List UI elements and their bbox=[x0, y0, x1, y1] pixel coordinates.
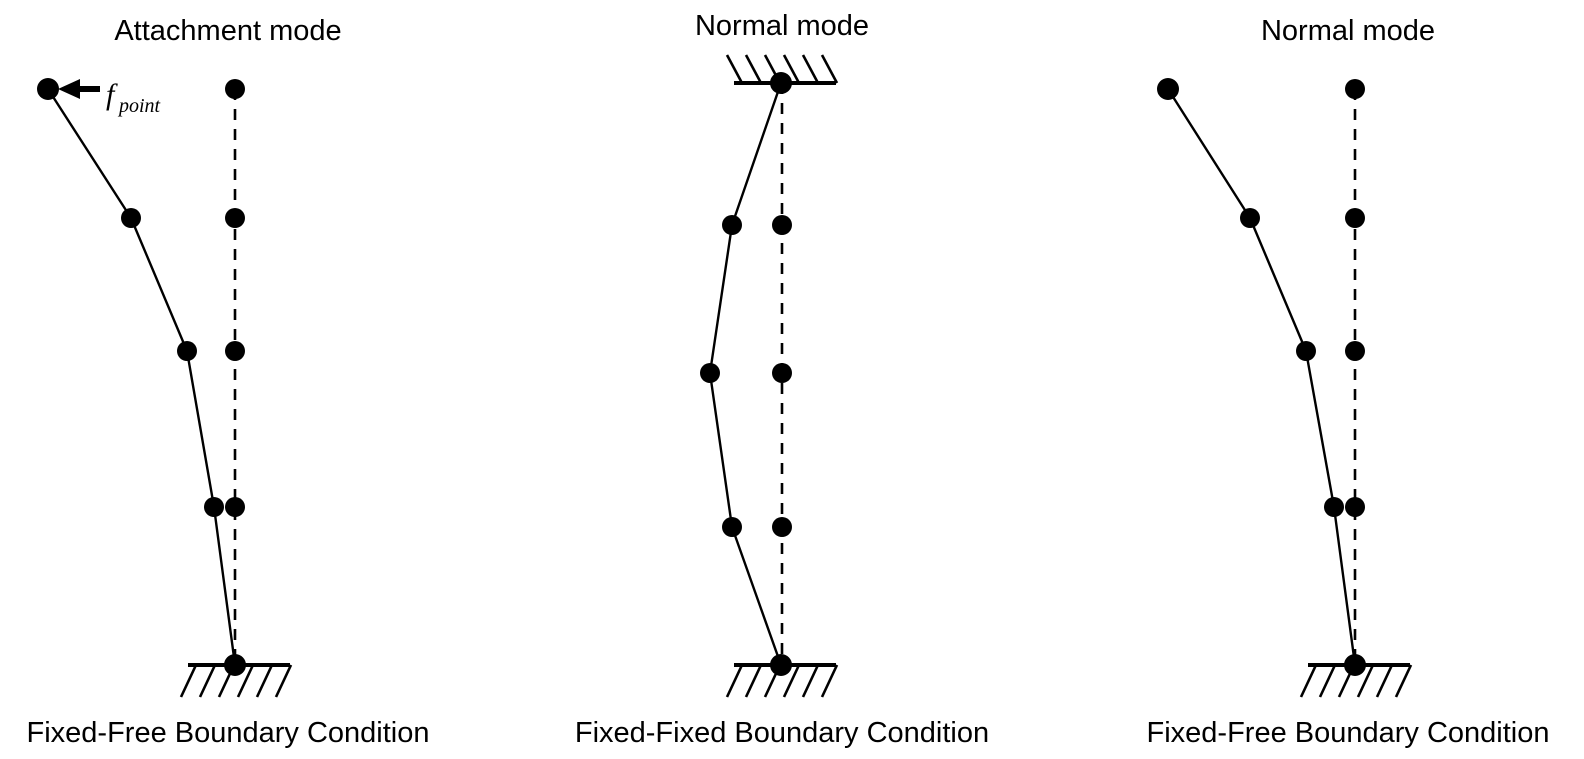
fixed-support-bottom bbox=[1299, 663, 1413, 698]
deformed-node bbox=[1240, 208, 1260, 228]
deformed-node bbox=[1324, 497, 1344, 517]
force-label-main: f bbox=[106, 78, 118, 111]
reference-node bbox=[225, 497, 245, 517]
fixed-support-bottom bbox=[179, 663, 293, 698]
mode-shape-line bbox=[46, 87, 237, 667]
reference-node-group bbox=[1345, 79, 1365, 517]
mode-shape-line bbox=[1166, 87, 1357, 667]
deformed-node bbox=[722, 517, 742, 537]
panel-normal-mode-fixed-fixed: Normal mode bbox=[575, 10, 989, 749]
reference-node bbox=[1345, 208, 1365, 228]
force-label-subscript: point bbox=[117, 95, 161, 117]
panel-title: Normal mode bbox=[695, 10, 869, 42]
panel-title: Attachment mode bbox=[114, 15, 341, 47]
deformed-node bbox=[121, 208, 141, 228]
reference-node bbox=[1345, 79, 1365, 99]
reference-node-group bbox=[772, 215, 792, 537]
reference-node bbox=[225, 341, 245, 361]
panel-caption: Fixed-Free Boundary Condition bbox=[27, 717, 430, 749]
deformed-node bbox=[1296, 341, 1316, 361]
force-label: f point bbox=[106, 78, 161, 117]
fixed-support-bottom bbox=[725, 663, 839, 698]
reference-node bbox=[225, 208, 245, 228]
deformed-node bbox=[204, 497, 224, 517]
reference-node bbox=[1345, 341, 1365, 361]
mode-shape-line bbox=[708, 81, 783, 667]
reference-node bbox=[772, 215, 792, 235]
support-hatch-group bbox=[725, 664, 839, 698]
reference-node bbox=[772, 517, 792, 537]
deformed-node-tip bbox=[37, 78, 59, 100]
panel-caption: Fixed-Free Boundary Condition bbox=[1147, 717, 1550, 749]
reference-node-group bbox=[225, 79, 245, 517]
panel-caption: Fixed-Fixed Boundary Condition bbox=[575, 717, 989, 749]
deformed-node-group bbox=[37, 78, 246, 676]
reference-node bbox=[1345, 497, 1365, 517]
panel-attachment-mode: Attachment mode bbox=[27, 15, 430, 749]
deformed-node-tip bbox=[1157, 78, 1179, 100]
deformed-node bbox=[722, 215, 742, 235]
reference-node bbox=[225, 79, 245, 99]
deformed-node-group bbox=[1157, 78, 1366, 676]
deformed-node bbox=[700, 363, 720, 383]
support-hatch-group bbox=[725, 54, 839, 84]
fixed-support-top bbox=[725, 54, 839, 85]
deformed-node bbox=[177, 341, 197, 361]
reference-node bbox=[772, 363, 792, 383]
panel-normal-mode-fixed-free: Normal mode bbox=[1147, 15, 1550, 749]
panel-title: Normal mode bbox=[1261, 15, 1435, 47]
force-arrow-icon bbox=[58, 79, 100, 99]
support-hatch-group bbox=[179, 664, 293, 698]
support-hatch-group bbox=[1299, 664, 1413, 698]
